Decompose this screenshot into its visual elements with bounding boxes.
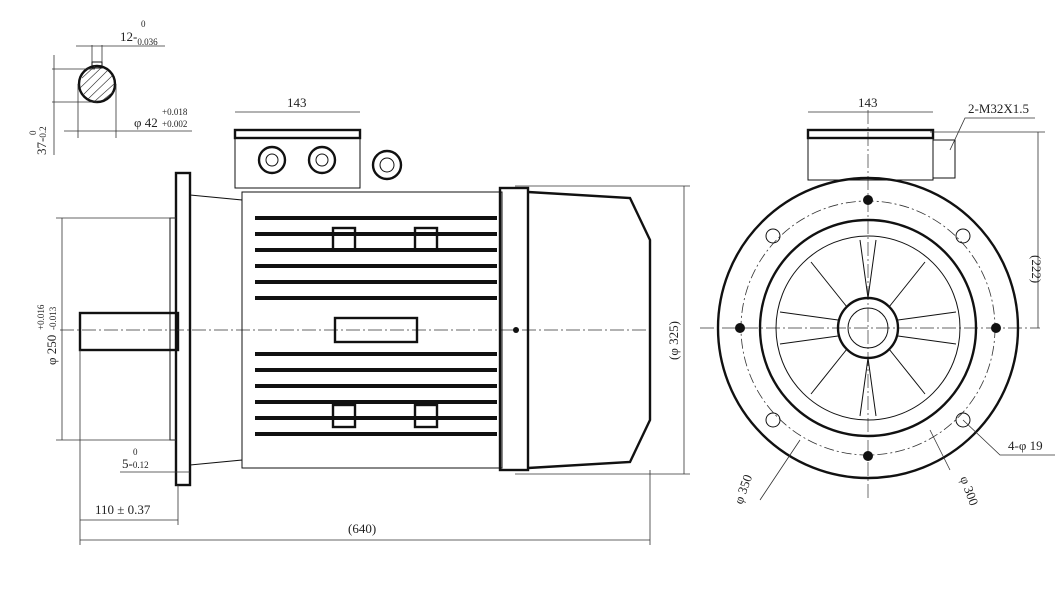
spigot-upper: +0.016 <box>36 304 46 330</box>
shaft-diameter-upper: +0.018 <box>162 107 188 117</box>
key-height-dim: 37-0.2 <box>34 126 49 155</box>
spigot-lower: -0.013 <box>48 306 58 330</box>
overall-diameter-dim: (φ 325) <box>666 321 681 360</box>
cable-gland-label: 2-M32X1.5 <box>968 101 1029 116</box>
spigot-depth-upper: 0 <box>133 447 138 457</box>
front-view: 143 2-M32X1.5 (222) 4-φ 19 φ 350 φ 300 <box>700 95 1055 507</box>
spigot-diameter-dim: φ 250 <box>44 335 59 365</box>
key-width-dim: 12-0.036 <box>120 29 158 47</box>
shaft-length-dim: 110 ± 0.37 <box>95 502 151 517</box>
mounting-holes-label: 4-φ 19 <box>1008 438 1043 453</box>
key-height-upper: 0 <box>28 130 38 135</box>
shaft-section: 12-0.036 0 φ 42 +0.018 +0.002 37-0.2 0 <box>28 19 192 155</box>
overall-length-dim: (640) <box>348 521 376 536</box>
side-view: 143 φ 250 +0.016 -0.013 5-0.12 0 110 ± 0… <box>36 95 690 545</box>
spigot-depth-dim: 5-0.12 <box>122 456 149 471</box>
flange-diameter-dim: φ 350 <box>731 472 755 506</box>
box-height-dim: (222) <box>1029 255 1044 283</box>
terminal-box-width-dim: 143 <box>287 95 307 110</box>
shaft-diameter-lower: +0.002 <box>162 119 187 129</box>
shaft-diameter-dim: φ 42 <box>134 115 158 130</box>
key-width-upper: 0 <box>141 19 146 29</box>
pitch-diameter-dim: φ 300 <box>957 474 981 508</box>
front-box-width-dim: 143 <box>858 95 878 110</box>
